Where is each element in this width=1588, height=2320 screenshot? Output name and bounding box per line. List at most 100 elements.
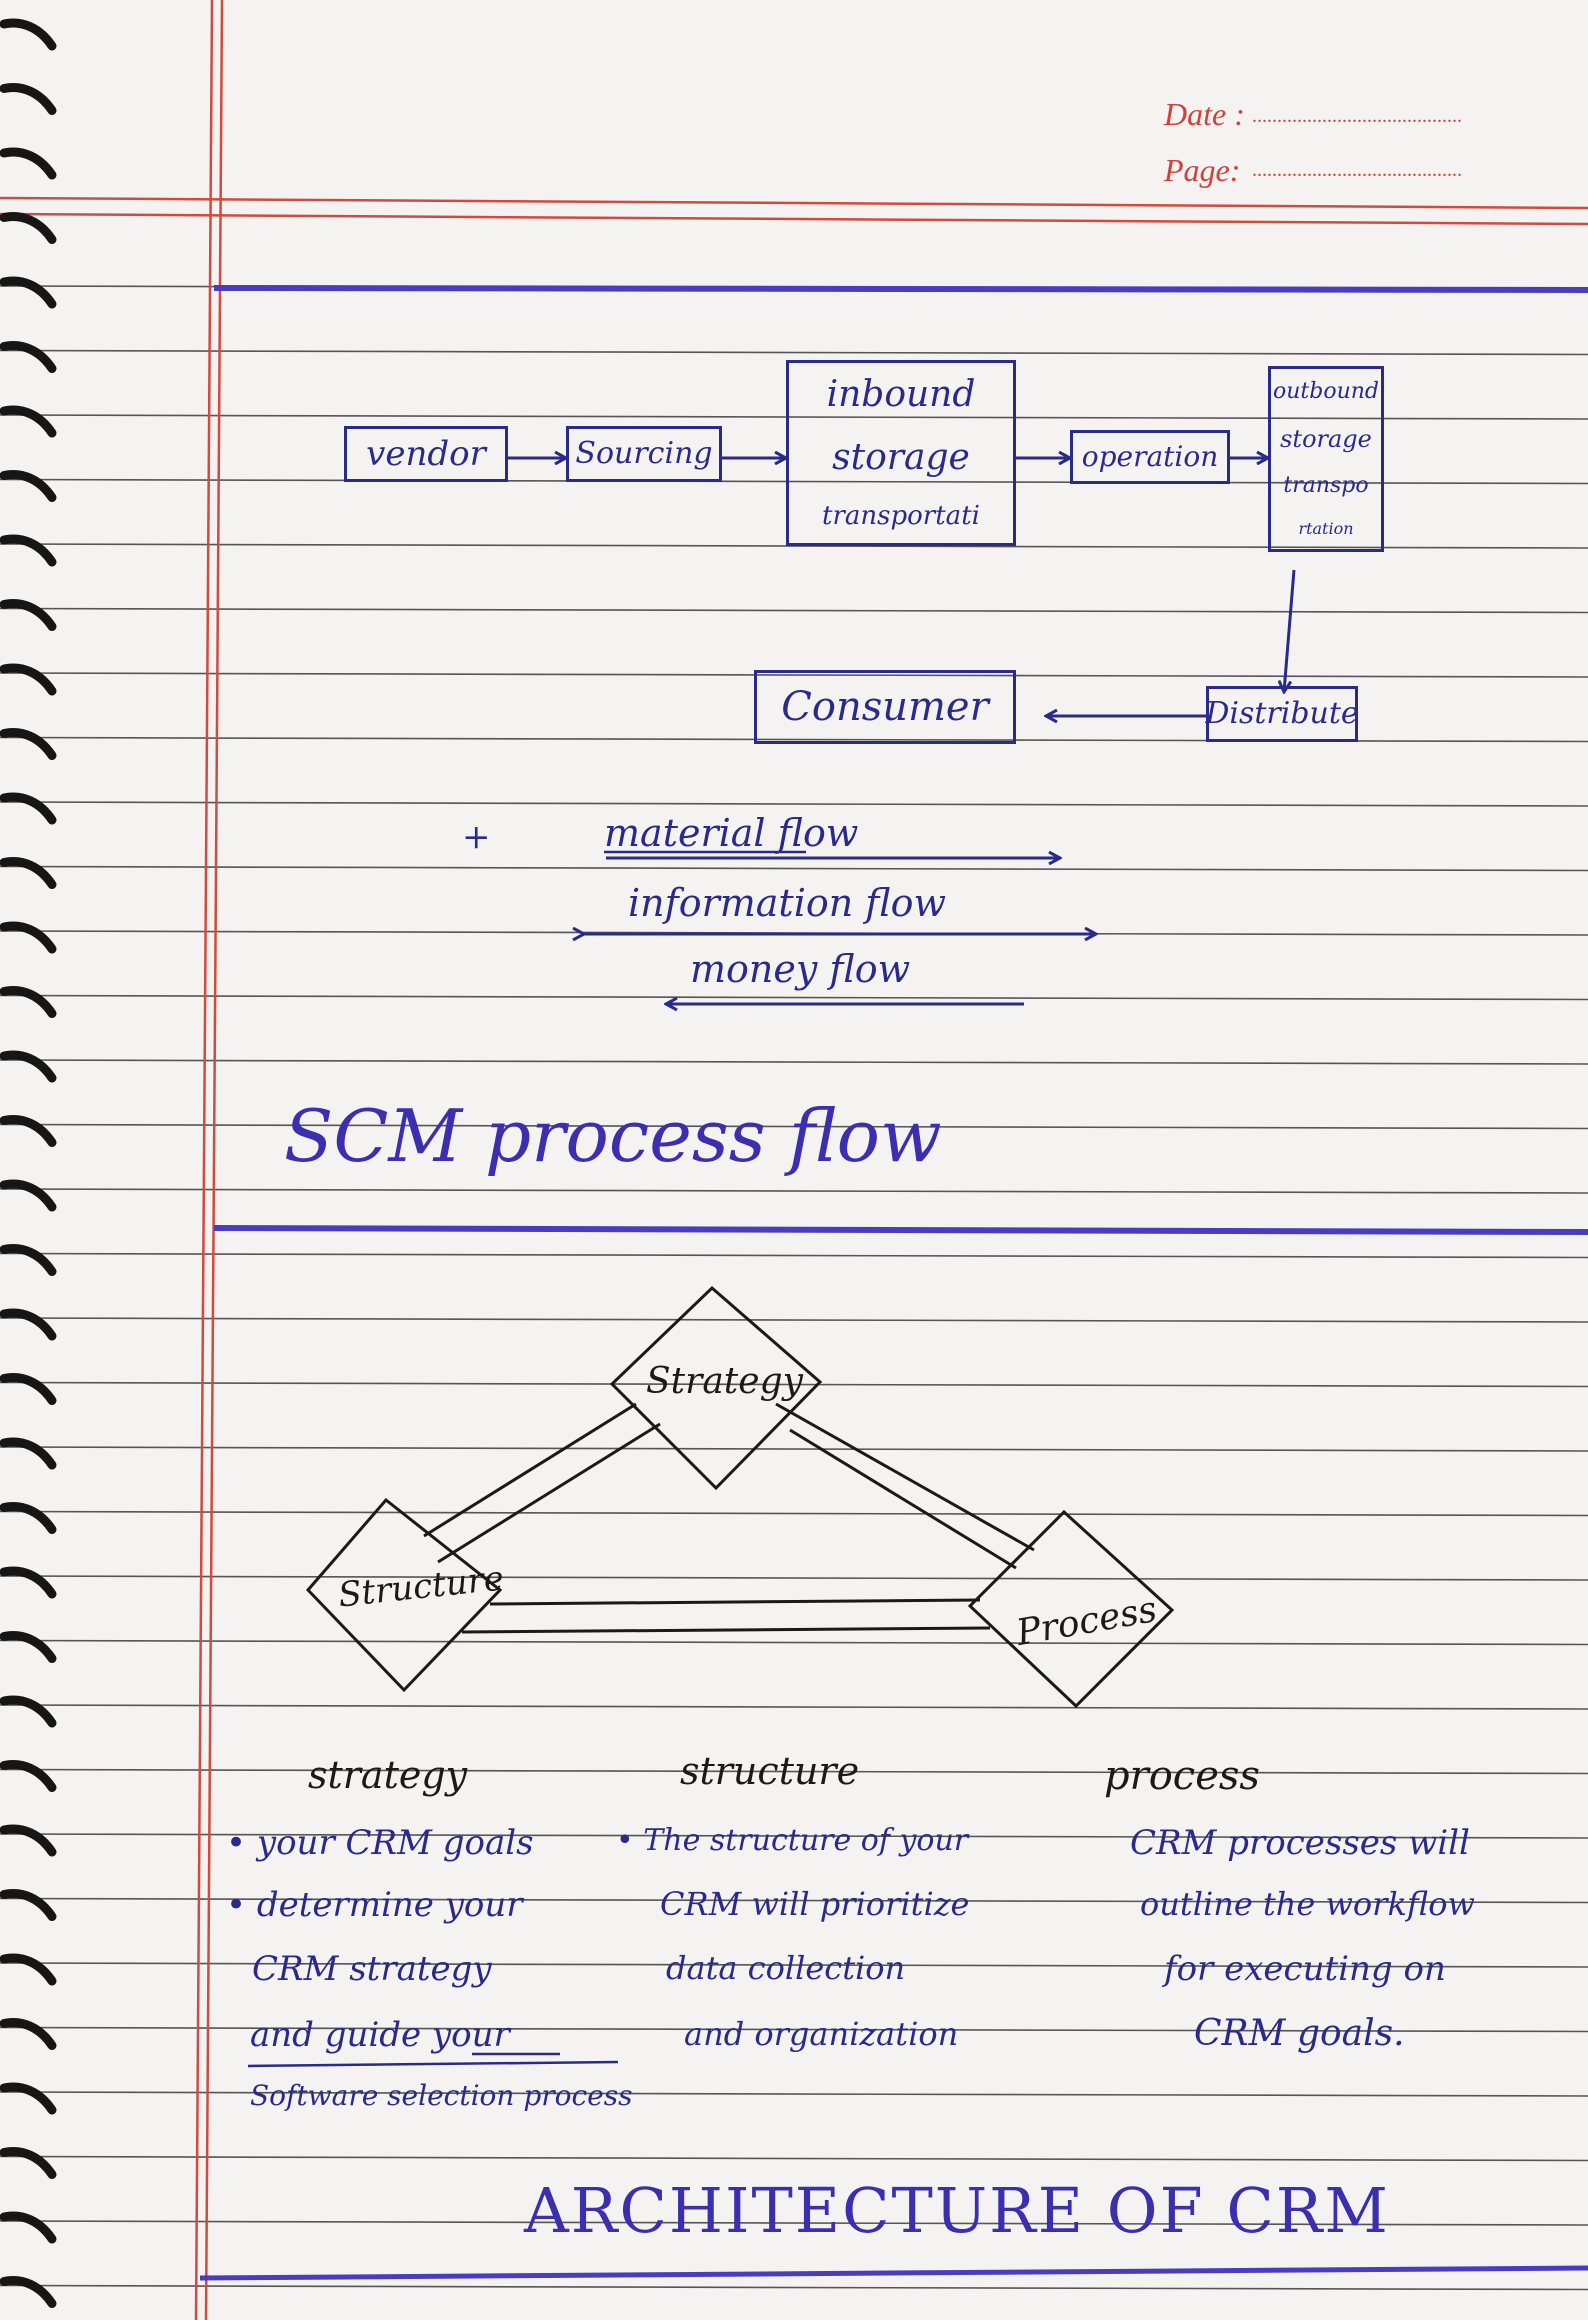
spiral-coil (0, 792, 57, 825)
spiral-coil (0, 1179, 57, 1212)
sourcing-node: Sourcing (566, 426, 722, 482)
arrow-outbound-distribute (1284, 569, 1296, 692)
spiral-coil (0, 83, 57, 115)
information-flow-label: information flow (628, 881, 947, 925)
ruled-line (0, 1639, 1588, 1646)
outbound-line: transpo (1283, 473, 1369, 498)
strategy-line: and guide your (250, 2015, 510, 2055)
ruled-line (0, 1059, 1588, 1065)
margin-red-line (204, 0, 224, 2320)
inbound-line: transportati (822, 501, 980, 532)
spiral-coil (0, 147, 57, 180)
spiral-coil (0, 1566, 57, 1599)
connector-strategy-process (789, 1428, 1017, 1570)
ruled-line (0, 1317, 1588, 1323)
header-red-line (0, 196, 1588, 210)
strategy-line: CRM strategy (252, 1949, 492, 1989)
outbound-node: outbound storage transpo rtation (1268, 366, 1384, 552)
page-dots: ........................................… (1252, 159, 1462, 181)
spiral-coil (0, 1244, 57, 1276)
money-flow-label: money flow (690, 947, 911, 991)
spiral-coil (0, 1308, 57, 1341)
connector-strategy-structure (423, 1402, 637, 1538)
heading-underline (199, 2265, 1588, 2281)
ruled-line (0, 1123, 1588, 1130)
spiral-coil (0, 341, 57, 373)
structure-line: and organization (684, 2015, 959, 2053)
strategy-line: Software selection process (250, 2079, 633, 2112)
ruled-line (0, 1575, 1588, 1581)
spiral-coil (0, 1889, 57, 1921)
spiral-coil (0, 276, 57, 309)
ruled-line (0, 1510, 1588, 1517)
material-flow-label: material flow (604, 811, 859, 855)
spiral-coil (0, 1050, 57, 1083)
ruled-line (0, 2284, 1588, 2291)
spiral-coil (0, 599, 57, 631)
date-label: Date : (1164, 96, 1245, 132)
ruled-line (0, 1897, 1588, 1904)
spiral-coil (0, 1760, 57, 1792)
spiral-coil (0, 405, 57, 438)
spiral-coil (0, 1115, 57, 1147)
software-selection-underline (247, 2060, 619, 2068)
strategy-line: • your CRM goals (226, 1823, 534, 1863)
ruled-line (0, 414, 1588, 420)
ruled-line (0, 2220, 1588, 2226)
heading-underline (213, 285, 1588, 293)
inbound-line: inbound (826, 373, 976, 415)
strategy-diamond (609, 1285, 823, 1491)
strategy-line: • determine your (226, 1885, 523, 1925)
operation-label: operation (1081, 440, 1219, 473)
outbound-line: rtation (1298, 519, 1354, 538)
header-red-line (0, 212, 1588, 226)
vendor-node: vendor (344, 426, 508, 482)
strategy-label: Strategy (646, 1361, 803, 1402)
ruled-line (0, 1188, 1588, 1194)
spiral-coil (0, 534, 57, 567)
connector-structure-process (489, 1598, 981, 1606)
process-diamond (967, 1509, 1175, 1709)
spiral-binding (0, 18, 57, 2308)
structure-heading: structure (680, 1749, 860, 1793)
ruled-line (0, 672, 1588, 678)
spiral-coil (0, 1953, 57, 1986)
process-line: CRM processes will (1130, 1823, 1470, 1863)
structure-line: CRM will prioritize (660, 1885, 970, 1923)
connector-structure-process (461, 1626, 991, 1634)
ruled-line (0, 1252, 1588, 1259)
ruled-line (0, 1446, 1588, 1452)
ruled-line (0, 1381, 1588, 1388)
distribute-node: Distribute (1205, 686, 1359, 742)
inbound-node: inbound storage transportati (786, 360, 1016, 546)
vendor-label: vendor (366, 434, 486, 474)
spiral-coil (0, 986, 57, 1018)
ruled-line (0, 607, 1588, 614)
legend-marker: + (462, 817, 491, 857)
ruled-line (0, 349, 1588, 356)
ruled-line (0, 994, 1588, 1001)
consumer-node: Consumer (754, 670, 1016, 744)
spiral-coil (0, 857, 57, 889)
heading-underline (213, 1225, 1588, 1235)
spiral-coil (0, 1437, 57, 1470)
operation-node: operation (1070, 430, 1230, 484)
distribute-label: Distribute (1205, 696, 1359, 731)
spiral-coil (0, 1502, 57, 1534)
outbound-line: outbound (1272, 379, 1379, 404)
ruled-line (0, 1768, 1588, 1775)
margin-red-line (194, 0, 214, 2320)
ruled-line (0, 1704, 1588, 1710)
structure-line: data collection (666, 1949, 906, 1987)
process-line: for executing on (1164, 1949, 1446, 1989)
connector-strategy-structure (437, 1422, 661, 1564)
ruled-line (0, 2026, 1588, 2033)
date-dots: ........................................… (1252, 105, 1462, 127)
spiral-coil (0, 18, 57, 51)
page-label: Page: (1164, 152, 1241, 188)
spiral-coil (0, 2018, 57, 2050)
ruled-line (0, 801, 1588, 807)
spiral-coil (0, 212, 57, 244)
